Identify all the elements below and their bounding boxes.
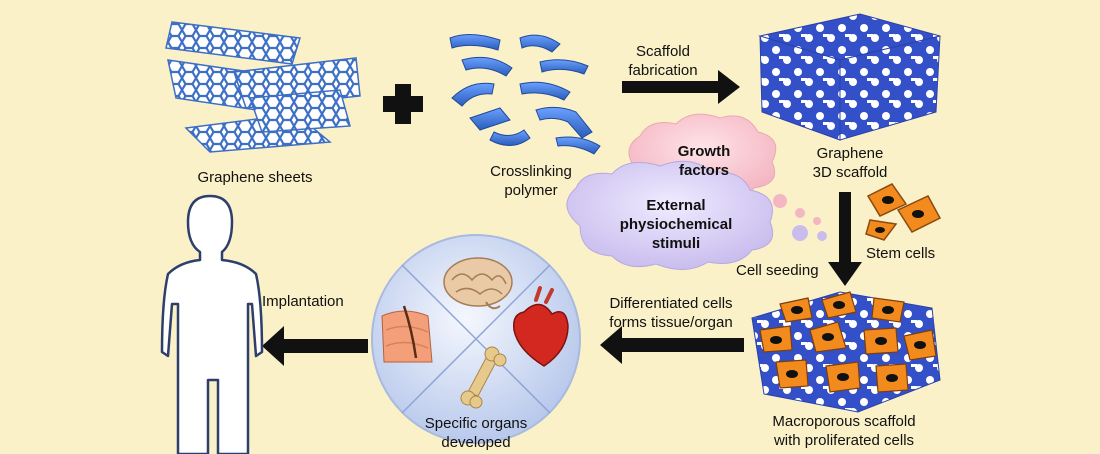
macroporous-line2: with proliferated cells — [773, 432, 915, 449]
specific-organs-label: Specific organs developed — [406, 414, 546, 452]
bone-icon — [460, 346, 507, 409]
graphene-3d-line2: 3D scaffold — [812, 164, 888, 181]
scaffold-fabrication-label: Scaffold fabrication — [608, 42, 718, 80]
specific-organs-line1: Specific organs — [424, 415, 528, 432]
crosslinking-polymer-image — [449, 34, 601, 155]
implantation-label: Implantation — [262, 293, 344, 310]
scaffold-fab-line1: Scaffold — [636, 43, 690, 60]
crosslinking-label-line2: polymer — [504, 182, 558, 199]
external-stimuli-text: External physiochemical stimuli — [596, 196, 756, 253]
specific-organs-line2: developed — [441, 434, 511, 451]
arrow-differentiation — [600, 326, 744, 364]
brain-icon — [443, 257, 513, 310]
growth-factors-text: Growth factors — [654, 142, 754, 180]
skin-icon — [381, 305, 433, 363]
heart-icon — [512, 286, 569, 367]
arrow-cell-seeding — [828, 192, 862, 286]
stem-cells-label: Stem cells — [866, 245, 936, 262]
crosslinking-label-line1: Crosslinking — [490, 163, 572, 180]
graphene-sheets-image — [165, 21, 361, 153]
external-stimuli-line2: physiochemical — [619, 216, 733, 233]
differentiated-line2: forms tissue/organ — [609, 314, 733, 331]
graphene-3d-line1: Graphene — [816, 145, 884, 162]
scaffold-fab-line2: fabrication — [628, 62, 698, 79]
graphene-3d-scaffold-image — [758, 13, 941, 141]
external-stimuli-line3: stimuli — [651, 235, 701, 252]
differentiated-line1: Differentiated cells — [609, 295, 733, 312]
macroporous-scaffold-image — [751, 291, 941, 413]
bubble-dots — [773, 194, 827, 241]
plus-icon — [383, 84, 423, 124]
graphene-3d-scaffold-label: Graphene 3D scaffold — [790, 144, 910, 182]
external-stimuli-cloud — [566, 160, 774, 270]
graphene-sheets-label: Graphene sheets — [197, 169, 313, 186]
external-stimuli-line1: External — [646, 197, 706, 214]
crosslinking-polymer-label: Crosslinking polymer — [466, 162, 596, 200]
macroporous-scaffold-label: Macroporous scaffold with proliferated c… — [744, 412, 944, 450]
growth-factors-line1: Growth — [677, 143, 731, 160]
differentiated-cells-label: Differentiated cells forms tissue/organ — [586, 294, 756, 332]
cell-seeding-label: Cell seeding — [736, 262, 819, 279]
human-body-icon — [160, 194, 264, 454]
stem-cells-image — [865, 183, 942, 241]
arrow-implantation — [262, 326, 368, 366]
specific-organs-circle — [371, 234, 581, 444]
arrow-scaffold-fabrication — [622, 70, 740, 104]
macroporous-line1: Macroporous scaffold — [772, 413, 916, 430]
growth-factors-line2: factors — [678, 162, 730, 179]
